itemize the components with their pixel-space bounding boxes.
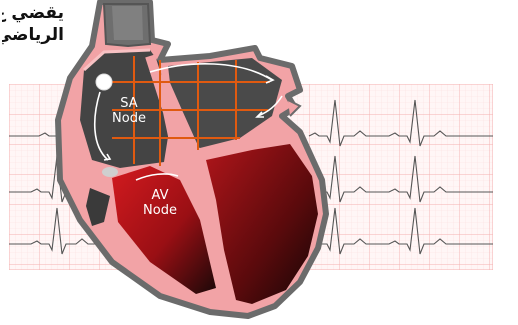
caption-line-2: الرياضي (2, 24, 64, 46)
sa-node-label: SA Node (106, 96, 152, 126)
sa-label-line-2: Node (106, 111, 152, 126)
av-label-line-2: Node (136, 203, 184, 218)
caption-text: يقضي ع الرياضي (2, 2, 64, 62)
sa-node-dot (96, 74, 112, 90)
av-label-line-1: AV (136, 188, 184, 203)
av-node-label: AV Node (136, 188, 184, 218)
caption-line-1: يقضي ع (2, 2, 64, 24)
sa-label-line-1: SA (106, 96, 152, 111)
av-node-dot (102, 167, 118, 177)
